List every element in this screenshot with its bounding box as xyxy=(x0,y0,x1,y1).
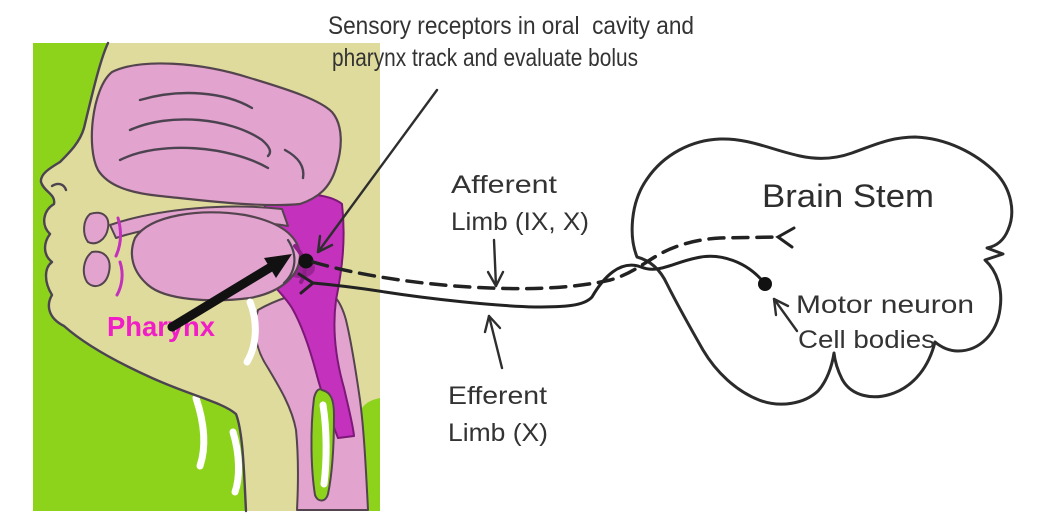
efferent-label-line2: Limb (X) xyxy=(448,419,548,447)
concha-line-2 xyxy=(128,118,272,158)
nasal-cavity xyxy=(90,62,342,207)
lower-lip-structure xyxy=(82,250,111,288)
gum-line-upper xyxy=(114,216,122,258)
head-illustration: Pharynx xyxy=(33,41,380,513)
efferent-solid-line xyxy=(311,254,767,309)
gum-line-lower xyxy=(115,260,124,297)
afferent-label-line2: Limb (IX, X) xyxy=(451,208,589,236)
sensory-caption-line2: pharynx track and evaluate bolus xyxy=(332,44,638,72)
afferent-arrow-shaft xyxy=(492,238,498,288)
afferent-terminal-fork xyxy=(775,226,796,249)
motor-label-line2: Cell bodies xyxy=(798,326,935,354)
afferent-arrow xyxy=(486,238,505,288)
tongue-back-line xyxy=(282,238,296,285)
pharynx-arrow-shaft xyxy=(167,262,276,332)
efferent-arrow-shaft xyxy=(487,314,504,370)
motor-arrow xyxy=(772,297,799,333)
efferent-label-line1: Efferent xyxy=(448,382,547,410)
concha-line-4 xyxy=(283,148,305,180)
green-left-area xyxy=(33,43,246,511)
sensory-arrow xyxy=(316,88,439,254)
epiglottis-highlight xyxy=(243,298,259,366)
pharynx-arrow xyxy=(167,254,292,332)
brain-stem-label: Brain Stem xyxy=(762,178,934,214)
afferent-dashed-line xyxy=(311,235,780,291)
efferent-arrow xyxy=(483,314,504,370)
motor-arrowhead xyxy=(772,297,790,317)
sensory-arrow-shaft xyxy=(316,88,439,254)
pharynx-arrowhead xyxy=(264,254,292,278)
nerve-pathways xyxy=(297,226,796,309)
neck-highlight-2 xyxy=(229,428,242,496)
text-annotations: Sensory receptors in oral cavity and pha… xyxy=(316,12,974,447)
nostril-line xyxy=(50,182,68,192)
brain-stem-group: Brain Stem xyxy=(630,135,1014,406)
face-profile-outline xyxy=(39,41,248,513)
highlight-streaks xyxy=(192,298,330,496)
neck-highlight-1 xyxy=(192,394,208,470)
brain-stem-outline xyxy=(630,135,1014,406)
sensory-caption-line1: Sensory receptors in oral cavity and xyxy=(328,12,694,40)
motor-label-line1: Motor neuron xyxy=(796,291,974,319)
concha-line-3 xyxy=(118,146,270,170)
nasal-cavity-group xyxy=(90,62,342,207)
efferent-terminal-fork xyxy=(297,272,316,295)
afferent-label-line1: Afferent xyxy=(451,171,557,199)
motor-neuron-dot xyxy=(758,277,772,291)
concha-line-1 xyxy=(138,91,254,110)
afferent-arrowhead xyxy=(486,270,505,288)
trachea-highlight xyxy=(319,401,330,488)
sensory-arrowhead xyxy=(316,234,334,254)
efferent-arrowhead xyxy=(483,314,502,334)
motor-arrow-shaft xyxy=(772,297,799,333)
upper-lip-structure xyxy=(83,211,110,245)
tongue xyxy=(130,211,302,302)
sensory-receptor-dot xyxy=(298,253,314,269)
